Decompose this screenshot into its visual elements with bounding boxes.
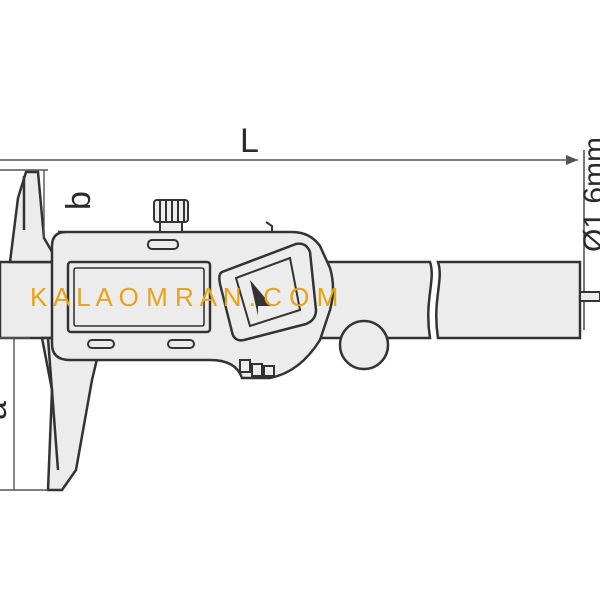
depth-label: a: [0, 401, 14, 420]
slider-notch: [265, 221, 273, 232]
control-panel: [218, 242, 318, 342]
top-slot: [147, 239, 179, 250]
lcd-display: [66, 260, 212, 334]
length-label: L: [240, 122, 259, 160]
bottom-slot-right: [167, 339, 195, 349]
roller-knob: [338, 319, 390, 371]
depth-rod: [579, 291, 600, 302]
bottom-slot-left: [87, 339, 115, 349]
pointer-arrow-icon: [250, 280, 272, 316]
watermark-text: K A L A O M R A N . C O M: [30, 282, 338, 312]
dimension-l: [0, 155, 578, 171]
step-label: b: [60, 191, 98, 210]
dimension-a: [0, 337, 48, 491]
button-ridges: [239, 359, 275, 377]
rod-diameter-label: Ø1.6mm: [578, 137, 600, 252]
thumb-wheel: [153, 199, 189, 233]
